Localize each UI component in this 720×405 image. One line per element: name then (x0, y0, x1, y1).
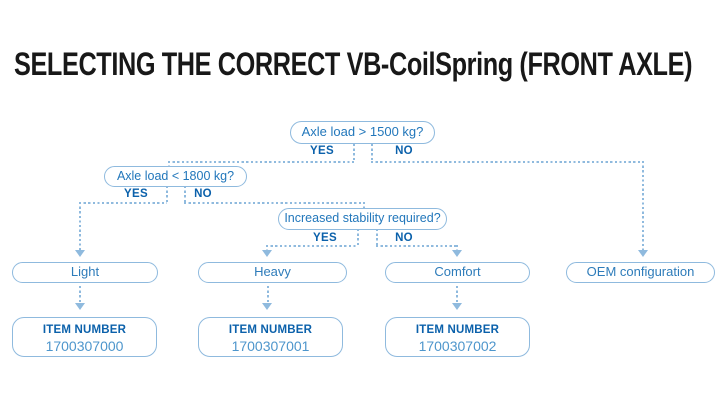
decision1-yes-label: YES (310, 145, 334, 157)
arrow-to-oem (638, 250, 648, 257)
connector-d2-no-horizontal (184, 202, 364, 204)
connector-heavy-item (267, 286, 269, 303)
connector-comfort-drop (456, 245, 458, 251)
connector-d1-no-horizontal (371, 161, 643, 163)
connector-d1-yes-stub (353, 144, 355, 162)
connector-d3-yes-stub (357, 229, 359, 246)
connector-oem-drop (642, 161, 644, 250)
connector-light-drop (79, 202, 81, 250)
arrow-to-light (75, 250, 85, 257)
arrow-to-item-3 (452, 303, 462, 310)
connector-d2-yes-stub (166, 186, 168, 203)
decision2-yes-label: YES (124, 188, 148, 200)
connector-heavy-drop (266, 245, 268, 251)
connector-comfort-item (456, 286, 458, 303)
decision3-no-label: NO (395, 232, 413, 244)
arrow-to-item-1 (75, 303, 85, 310)
connector-d2-no-stub (184, 186, 186, 203)
result-oem-configuration: OEM configuration (566, 262, 715, 283)
item-label-light: ITEM NUMBER (42, 324, 127, 336)
connector-d3-no-horizontal (376, 245, 456, 247)
connector-d2-drop (168, 161, 170, 167)
result-heavy: Heavy (198, 262, 347, 283)
decision-axle-load-1500: Axle load > 1500 kg? (290, 121, 435, 144)
decision3-yes-label: YES (313, 232, 337, 244)
decision2-no-label: NO (194, 188, 212, 200)
connector-d3-no-stub (376, 229, 378, 246)
page-title: SELECTING THE CORRECT VB-CoilSpring (FRO… (14, 46, 693, 82)
item-number-light: 1700307000 (45, 338, 124, 354)
item-number-comfort: 1700307002 (418, 338, 497, 354)
arrow-to-item-2 (262, 303, 272, 310)
item-box-comfort: ITEM NUMBER 1700307002 (385, 317, 530, 357)
arrow-to-comfort (452, 250, 462, 257)
item-box-light: ITEM NUMBER 1700307000 (12, 317, 157, 357)
decision-increased-stability: Increased stability required? (278, 208, 447, 230)
decision1-no-label: NO (395, 145, 413, 157)
connector-d3-drop (363, 202, 365, 209)
arrow-to-heavy (262, 250, 272, 257)
decision-axle-load-1800: Axle load < 1800 kg? (104, 166, 247, 187)
result-comfort: Comfort (385, 262, 530, 283)
connector-d2-yes-horizontal (79, 202, 167, 204)
connector-d1-no-stub (371, 144, 373, 162)
item-number-heavy: 1700307001 (231, 338, 310, 354)
item-box-heavy: ITEM NUMBER 1700307001 (198, 317, 343, 357)
item-label-heavy: ITEM NUMBER (228, 324, 313, 336)
result-light: Light (12, 262, 158, 283)
item-label-comfort: ITEM NUMBER (415, 324, 500, 336)
connector-d3-yes-horizontal (266, 245, 358, 247)
connector-d1-yes-horizontal (168, 161, 354, 163)
connector-light-item (79, 286, 81, 303)
